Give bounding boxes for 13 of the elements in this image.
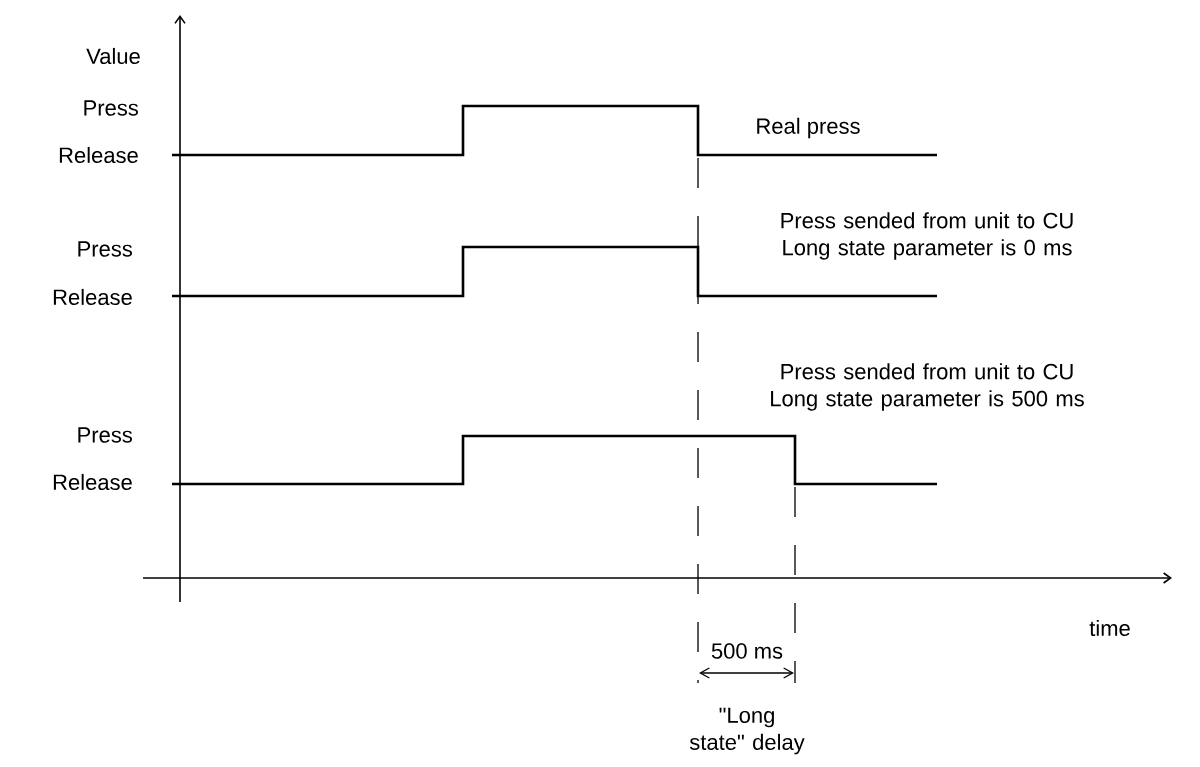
- dimension-label: 500 ms: [711, 643, 783, 659]
- annotation-text: "Long state" delay: [689, 707, 805, 755]
- axis-label: time: [1089, 619, 1130, 637]
- axis-label: Value: [86, 47, 140, 65]
- signal-label: Real press: [757, 117, 860, 139]
- level-label: Press: [78, 427, 132, 443]
- level-label: Press: [78, 241, 132, 257]
- level-label: Release: [59, 146, 138, 164]
- signal-label: Press sended from unit to CU Long state parameter is 500 ms: [771, 363, 1084, 411]
- level-label: Release: [53, 473, 132, 491]
- level-label: Release: [53, 288, 132, 306]
- level-label: Press: [84, 100, 138, 116]
- signal-label: Press sended from unit to CU Long state parameter is 0 ms: [781, 212, 1073, 260]
